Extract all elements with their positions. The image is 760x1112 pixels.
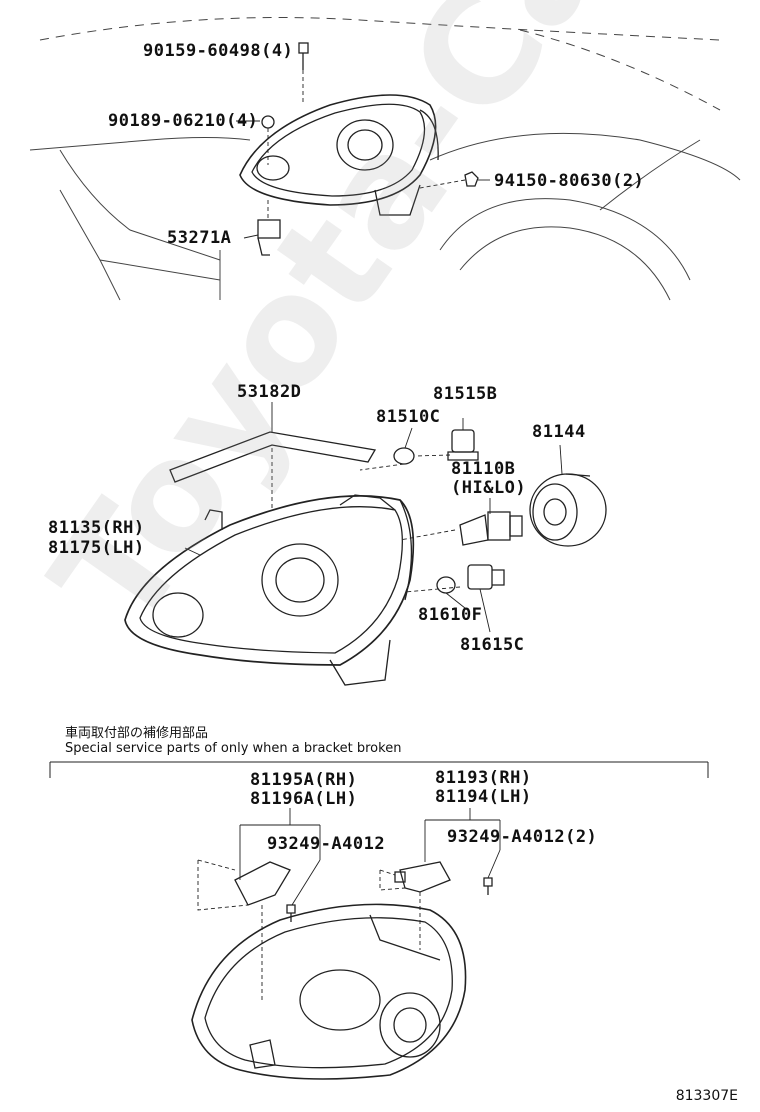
part-label-81615: 81615C bbox=[460, 635, 525, 655]
screw-icon bbox=[286, 904, 296, 922]
note-japanese: 車両取付部の補修用部品 bbox=[65, 726, 209, 741]
halogen-bulb-icon bbox=[459, 511, 523, 546]
small-bulb-icon bbox=[436, 576, 456, 594]
part-label-81175: 81175(LH) bbox=[48, 538, 145, 558]
service-parts-frame bbox=[49, 761, 709, 778]
part-label-81195: 81195A(RH) bbox=[250, 770, 358, 790]
part-label-81510: 81510C bbox=[376, 407, 441, 427]
leader-lines-middle bbox=[184, 402, 563, 633]
part-label-81193: 81193(RH) bbox=[435, 768, 532, 788]
part-label-93249-right: 93249-A4012(2) bbox=[447, 827, 598, 847]
part-label-53271: 53271A bbox=[167, 228, 232, 248]
part-label-53182: 53182D bbox=[237, 382, 302, 402]
screw-icon bbox=[483, 877, 493, 895]
part-label-81135: 81135(RH) bbox=[48, 518, 145, 538]
headlamp-installed bbox=[239, 94, 439, 216]
adjuster-icon bbox=[257, 219, 281, 256]
washer-icon bbox=[261, 115, 275, 129]
small-socket-icon bbox=[467, 564, 505, 590]
part-label-90189: 90189-06210(4) bbox=[108, 111, 259, 131]
nut-icon bbox=[464, 171, 479, 187]
figure-code: 813307E bbox=[675, 1088, 738, 1104]
part-label-81110-sub: (HI&LO) bbox=[451, 478, 527, 498]
leader-lines-top bbox=[236, 70, 490, 239]
dust-cover-icon bbox=[529, 473, 607, 547]
vehicle-body-outline bbox=[29, 17, 741, 301]
part-label-81610: 81610F bbox=[418, 605, 483, 625]
bracket-right bbox=[394, 861, 451, 893]
part-label-81515: 81515B bbox=[433, 384, 498, 404]
seal-strip bbox=[169, 431, 377, 483]
bracket-left bbox=[234, 861, 291, 906]
part-label-81196: 81196A(LH) bbox=[250, 789, 358, 809]
note-english: Special service parts of only when a bra… bbox=[65, 741, 402, 756]
wedge-bulb-icon bbox=[393, 447, 415, 465]
part-label-94150: 94150-80630(2) bbox=[494, 171, 645, 191]
part-label-81194: 81194(LH) bbox=[435, 787, 532, 807]
leader-lines-bottom bbox=[197, 808, 501, 1000]
part-label-81110: 81110B bbox=[451, 459, 516, 479]
headlamp-rear-view bbox=[191, 903, 467, 1080]
part-label-81144: 81144 bbox=[532, 422, 586, 442]
part-label-90159: 90159-60498(4) bbox=[143, 41, 294, 61]
part-label-93249-left: 93249-A4012 bbox=[267, 834, 386, 854]
headlamp-unit-exploded bbox=[124, 494, 415, 686]
bulb-socket-icon bbox=[447, 429, 479, 461]
bolt-icon bbox=[298, 42, 309, 70]
